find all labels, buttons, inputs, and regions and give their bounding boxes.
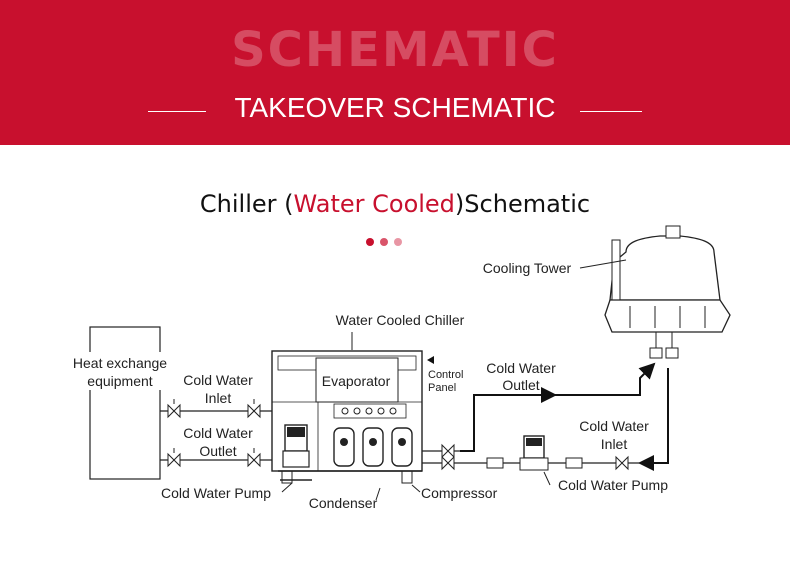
compressor-label: Compressor — [421, 485, 498, 501]
cold-water-outlet-right-label-1: Cold Water — [486, 360, 556, 376]
cold-water-outlet-right-pipe — [460, 387, 557, 452]
cold-water-inlet-left-label-1: Cold Water — [183, 372, 253, 388]
valve-left-3 — [167, 448, 181, 468]
header-banner — [0, 0, 790, 145]
heat-exchange-label-bg — [64, 352, 176, 390]
valve-left-4 — [247, 448, 261, 468]
dot-1 — [366, 238, 374, 246]
pipe-to-cooling-tower — [555, 362, 656, 396]
cold-water-inlet-right-label-1: Cold Water — [579, 418, 649, 434]
banner-watermark: SCHEMATIC — [231, 22, 559, 78]
control-panel-arrow — [427, 356, 434, 364]
cold-water-outlet-left-label-2: Outlet — [199, 443, 236, 459]
control-panel-label-1: Control — [428, 369, 463, 381]
banner-rule-right — [580, 111, 642, 112]
cooling-tower-icon — [604, 225, 731, 359]
banner-subtitle: TAKEOVER SCHEMATIC — [234, 92, 556, 123]
cold-water-pump-left-label: Cold Water Pump — [161, 485, 271, 501]
right-pump-icon — [519, 435, 549, 471]
valve-right-1 — [441, 443, 455, 459]
fitting-2 — [565, 457, 583, 469]
water-cooled-chiller-label: Water Cooled Chiller — [336, 312, 465, 328]
valve-right-2 — [441, 455, 455, 471]
cold-water-inlet-left-label-2: Inlet — [205, 390, 232, 406]
condenser-label: Condenser — [309, 495, 378, 511]
control-panel-label-2: Panel — [428, 382, 456, 394]
title-chiller: Chiller — [199, 190, 277, 218]
cooling-tower-label: Cooling Tower — [483, 260, 572, 276]
water-cooled-chiller-unit — [271, 350, 423, 484]
heat-exchange-label-2: equipment — [87, 373, 152, 389]
left-pump-icon — [280, 424, 312, 481]
title-close-paren: ) — [454, 190, 465, 218]
fitting-1 — [486, 457, 504, 469]
title-schematic: Schematic — [464, 190, 591, 218]
valve-left-1 — [167, 399, 181, 419]
title-open-paren: ( — [284, 190, 294, 218]
dot-2 — [380, 238, 388, 246]
cold-water-pump-right-label: Cold Water Pump — [558, 477, 668, 493]
pump-right-leader — [543, 471, 551, 486]
pump-left-leader — [281, 482, 293, 493]
cold-water-outlet-right-label-2: Outlet — [502, 377, 539, 393]
banner-rule-left — [148, 111, 206, 112]
cooling-tower-leader — [579, 259, 627, 269]
diagram-title: Chiller (Water Cooled)Schematic — [0, 190, 790, 218]
cold-water-inlet-right-pipe — [638, 368, 669, 471]
valve-left-2 — [247, 399, 261, 419]
compressor-leader — [411, 484, 421, 493]
condenser-leader — [375, 487, 381, 501]
dot-3 — [394, 238, 402, 246]
compressor-bodies — [333, 427, 413, 467]
title-water-cooled: Water Cooled — [293, 190, 455, 218]
title-dots — [366, 233, 426, 246]
cold-water-outlet-left-label-1: Cold Water — [183, 425, 253, 441]
cold-water-inlet-right-label-2: Inlet — [601, 436, 628, 452]
heat-exchange-label-1: Heat exchange — [73, 355, 167, 371]
heat-exchange-box — [89, 326, 161, 480]
valve-right-3 — [615, 455, 629, 471]
evaporator-label: Evaporator — [322, 373, 391, 389]
